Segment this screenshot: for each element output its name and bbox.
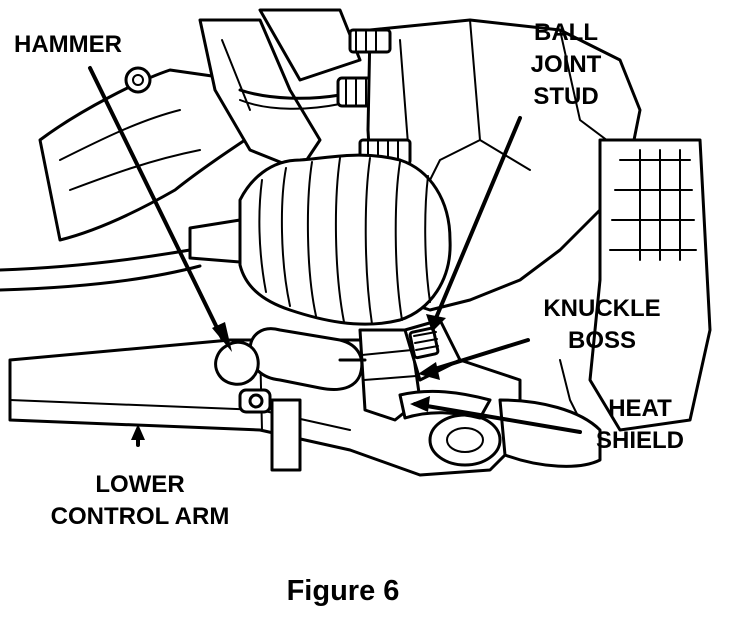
label-hammer: HAMMER <box>14 31 122 58</box>
cv-boot <box>0 153 452 326</box>
hammer-tool <box>214 327 367 414</box>
label-knuckle-boss-line2: BOSS <box>568 327 636 354</box>
label-lower-control-arm-line2: CONTROL ARM <box>51 503 230 530</box>
upper-control-arm <box>38 66 262 242</box>
label-ball-joint-stud-line1: BALL <box>534 19 598 46</box>
label-lower-control-arm-line1: LOWER <box>95 471 184 498</box>
label-heat-shield-line2: SHIELD <box>596 427 684 454</box>
strut-post <box>270 398 302 472</box>
label-heat-shield-line1: HEAT <box>608 395 672 422</box>
label-ball-joint-stud-line3: STUD <box>533 83 598 110</box>
callout-labels: HAMMER BALL JOINT STUD KNUCKLE BOSS HEAT… <box>14 19 684 607</box>
figure-caption: Figure 6 <box>287 575 400 607</box>
illustration <box>0 8 712 477</box>
label-ball-joint-stud-line2: JOINT <box>531 51 602 78</box>
callout-arrows <box>88 66 582 447</box>
label-knuckle-boss-line1: KNUCKLE <box>543 295 660 322</box>
